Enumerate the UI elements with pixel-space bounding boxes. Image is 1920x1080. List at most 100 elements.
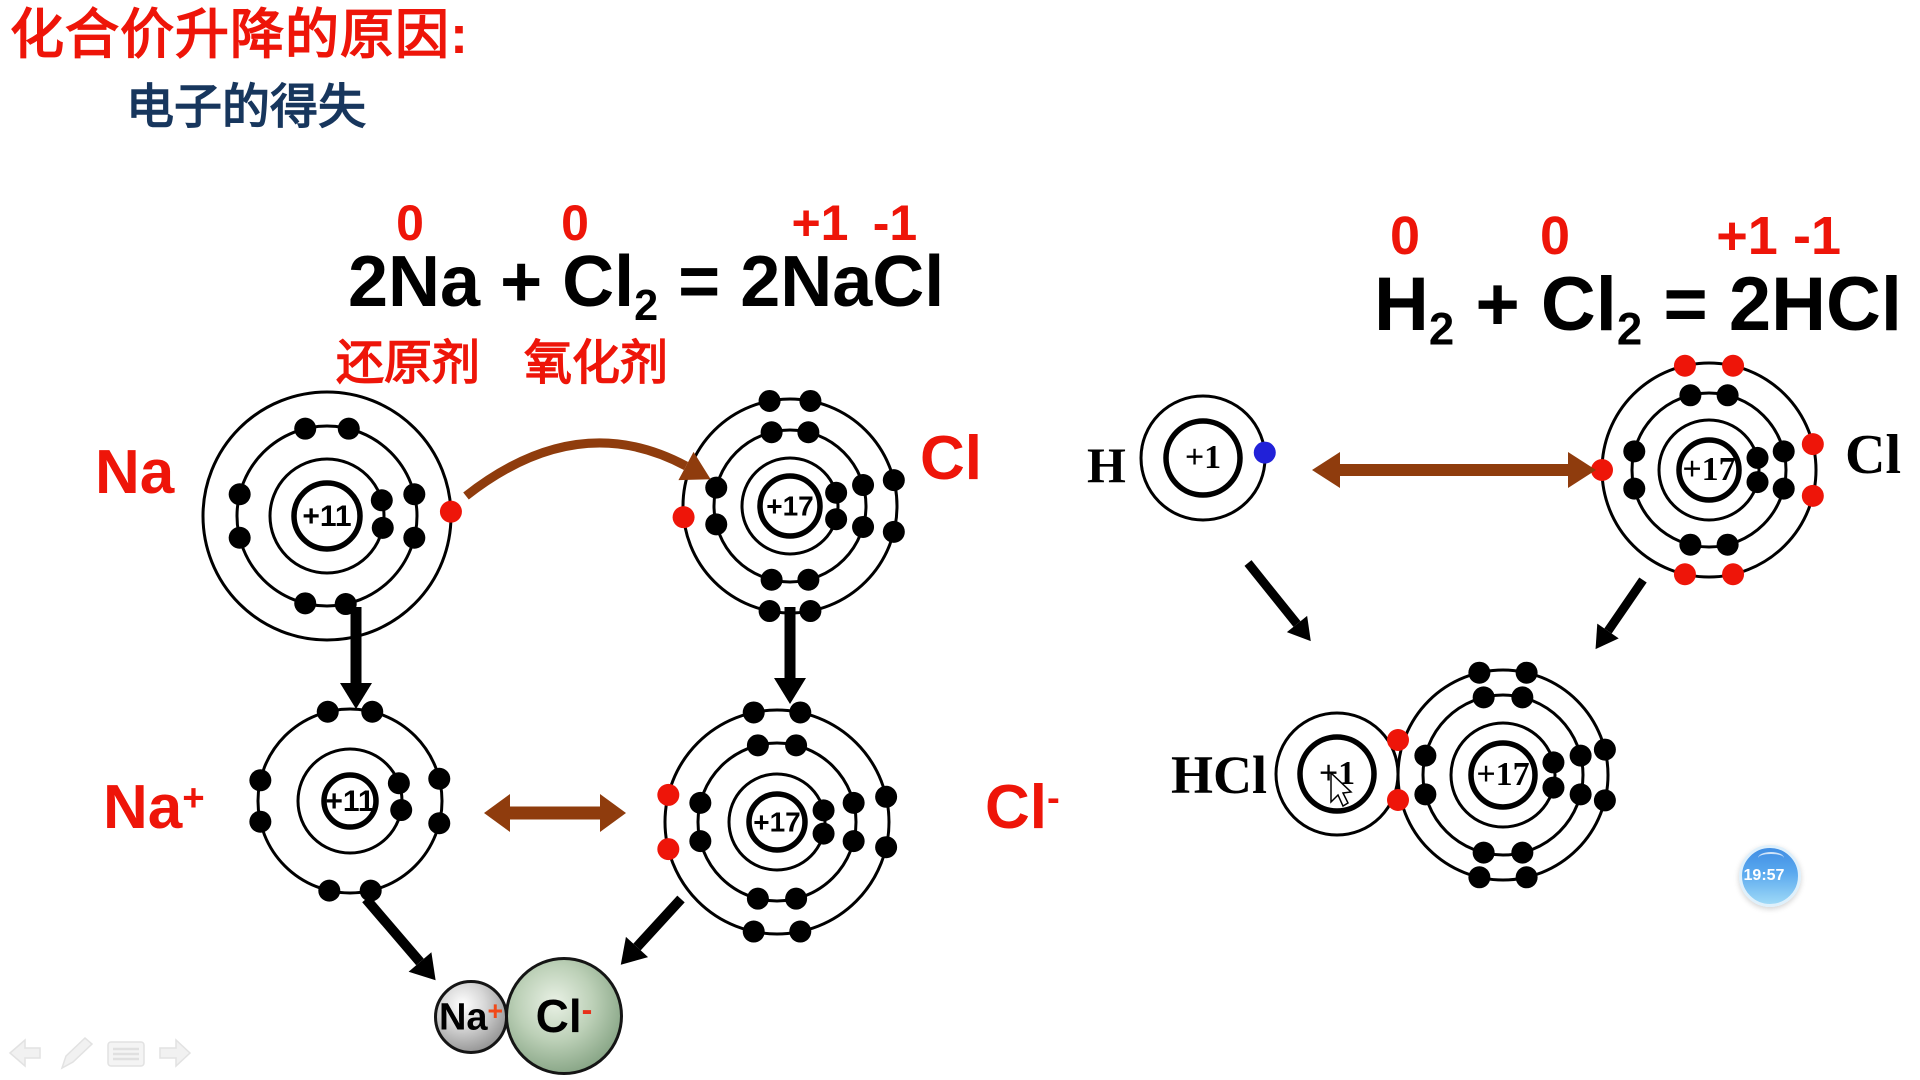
electron-dot <box>882 469 905 492</box>
electron-dot <box>825 508 848 531</box>
nucleus <box>757 473 823 539</box>
electron-shell <box>235 424 419 608</box>
electron-dot <box>1722 354 1745 377</box>
atom-h-in-hcl: +1 <box>1274 711 1400 837</box>
electron-dot <box>1468 661 1491 684</box>
clock-widget[interactable]: 19:57 <box>1739 845 1801 907</box>
na-ion-sphere: Na+ <box>434 980 508 1054</box>
electron-dot <box>789 701 812 724</box>
electron-dot <box>316 700 339 723</box>
equation-hcl-subscript1: 2 <box>1428 303 1455 355</box>
electron-shell <box>1421 693 1585 857</box>
electron-dot <box>758 600 781 623</box>
next-slide-icon[interactable] <box>159 1038 192 1068</box>
atom-na: +11 <box>201 390 462 642</box>
cl-to-sphere-arrow <box>620 895 685 965</box>
electron-dot <box>875 836 898 859</box>
electron-dot <box>875 785 898 808</box>
electron-dot <box>439 500 462 523</box>
electron-dot <box>799 389 822 412</box>
electron-dot <box>1511 841 1534 864</box>
electron-dot <box>1414 783 1437 806</box>
electron-dot <box>705 513 728 536</box>
electron-dot <box>799 600 822 623</box>
h-cl-share-arrow <box>1312 452 1596 488</box>
nucleus <box>1468 740 1538 810</box>
previous-slide-icon[interactable] <box>8 1038 41 1068</box>
electron-dot <box>228 526 251 549</box>
electron-shell <box>268 457 386 575</box>
electron-dot <box>852 474 875 497</box>
atom-cl-reactant: +17 <box>672 389 905 623</box>
na-ion-base: Na <box>103 773 183 842</box>
ox-number-h-product: +1 <box>1716 206 1778 266</box>
shared-electron-dot <box>1387 729 1409 751</box>
electron-dot <box>1801 484 1824 507</box>
electron-dot <box>797 421 820 444</box>
nucleus-charge: +17 <box>753 806 801 837</box>
electron-dot <box>1593 738 1616 761</box>
na-ion-label: Na+ <box>103 777 205 839</box>
electron-dot <box>797 568 820 591</box>
electron-dot <box>428 812 451 835</box>
electron-dot <box>1511 686 1534 709</box>
electron-shell <box>727 772 827 872</box>
nucleus-charge: +11 <box>325 785 374 818</box>
equation-hcl: H2 + Cl2 = 2HCl <box>1374 267 1902 352</box>
electron-dot <box>1515 866 1538 889</box>
electron-dot <box>371 516 394 539</box>
presentation-toolbar <box>8 1036 192 1070</box>
cl-atom-label: Cl <box>920 424 982 493</box>
electron-dot <box>760 568 783 591</box>
electron-shell <box>663 708 891 936</box>
equation-nacl-part2: = 2NaCl <box>658 242 945 322</box>
electron-dot <box>249 810 272 833</box>
na-sphere-symbol: Na <box>438 996 488 1039</box>
ion-exchange-arrow <box>484 794 626 832</box>
electron-dot <box>825 481 848 504</box>
clock-time: 19:57 <box>1743 867 1785 884</box>
electron-dot <box>746 734 769 757</box>
arrowhead <box>408 952 436 981</box>
atom-h: +1 <box>1139 394 1276 522</box>
na-down-arrow <box>340 607 372 709</box>
electron-dot <box>672 506 695 529</box>
electron-dot <box>294 417 317 440</box>
electron-dot <box>359 879 382 902</box>
electron-transfer-arrow <box>463 438 711 500</box>
reagent-labels: 还原剂氧化剂 <box>336 337 669 391</box>
electron-dot <box>842 830 865 853</box>
electron-dot <box>1593 789 1616 812</box>
na-to-sphere-arrow <box>362 895 436 981</box>
oxidizing-agent-label: 氧化剂 <box>524 337 669 390</box>
atom-cl-in-hcl: +17 <box>1396 661 1616 889</box>
notes-icon[interactable] <box>107 1041 145 1067</box>
electron-shell <box>1449 721 1557 829</box>
nucleus <box>1676 437 1742 503</box>
ox-number-na-reactant: 0 <box>396 195 424 251</box>
cl-sphere-charge: - <box>581 991 593 1028</box>
cl-ion-sphere: Cl- <box>505 957 623 1075</box>
cl-sphere-symbol: Cl <box>535 990 582 1042</box>
electron-dot <box>1253 441 1276 464</box>
electron-shell <box>740 456 840 556</box>
clock-glare <box>1758 852 1784 864</box>
electron-dot <box>1414 744 1437 767</box>
electron-shell <box>1396 668 1610 882</box>
electron-dot <box>1679 384 1702 407</box>
electron-dot <box>1542 776 1565 799</box>
nucleus <box>291 480 363 552</box>
electron-dot <box>1722 563 1745 586</box>
electron-dot <box>249 769 272 792</box>
cl-to-hcl-arrow <box>1595 577 1647 650</box>
electron-dot <box>1801 433 1824 456</box>
electron-dot <box>1679 533 1702 556</box>
equation-hcl-subscript2: 2 <box>1616 303 1643 355</box>
electron-shell <box>1657 418 1761 522</box>
arrowhead <box>600 794 626 832</box>
ox-number-cl-reactant: 0 <box>561 195 589 251</box>
equation-nacl: 2Na + Cl2 = 2NaCl <box>348 246 944 328</box>
electron-dot <box>1569 783 1592 806</box>
pen-icon[interactable] <box>60 1036 94 1070</box>
